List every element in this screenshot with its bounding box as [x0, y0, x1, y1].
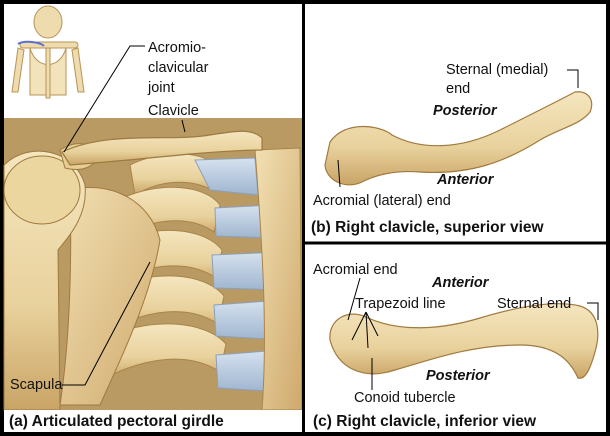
label-acromio-line2: clavicular — [148, 60, 209, 76]
label-anterior-b: Anterior — [437, 172, 494, 188]
clavicle-bone-a — [61, 130, 263, 166]
caption-panel-b: (b) Right clavicle, superior view — [311, 219, 544, 236]
leader-scapula — [62, 261, 151, 386]
clavicle-bone-b — [324, 91, 593, 186]
leader-sternal-medial — [567, 69, 579, 88]
label-conoid-tubercle: Conoid tubercle — [354, 390, 456, 406]
label-acromial-lateral: Acromial (lateral) end — [313, 193, 451, 209]
leader-sternal-end — [587, 302, 599, 320]
label-anterior-c: Anterior — [432, 275, 489, 291]
sternum — [254, 147, 303, 411]
label-sternal-medial-line2: end — [446, 81, 471, 97]
leader-acromioclavicular — [63, 45, 145, 153]
leader-trapezoid — [351, 311, 379, 349]
label-sternal-end: Sternal end — [497, 296, 572, 312]
leader-acromial-end — [347, 277, 361, 321]
label-clavicle: Clavicle — [148, 103, 199, 119]
label-sternal-medial-line1: Sternal (medial) — [446, 62, 549, 78]
leader-acromial-lateral — [337, 159, 341, 188]
clavicle-bone-c — [329, 303, 599, 379]
caption-panel-c: (c) Right clavicle, inferior view — [313, 413, 537, 430]
skeleton-thumbnail-icon — [11, 5, 85, 99]
leader-lines — [62, 45, 599, 390]
label-acromial-end: Acromial end — [313, 262, 398, 278]
caption-bg-a — [4, 410, 302, 432]
scapula-bone — [59, 186, 161, 406]
caption-bg-c — [305, 410, 606, 432]
label-posterior-b: Posterior — [433, 103, 497, 119]
label-posterior-c: Posterior — [426, 368, 490, 384]
label-scapula: Scapula — [10, 377, 63, 393]
label-acromio-line3: joint — [148, 80, 175, 96]
label-acromio-line1: Acromio- — [148, 40, 207, 56]
humeral-head — [3, 155, 81, 225]
label-trapezoid-line: Trapezoid line — [355, 296, 446, 312]
panel-a-illustration — [3, 118, 303, 411]
caption-panel-a: (a) Articulated pectoral girdle — [9, 413, 224, 430]
leader-clavicle — [181, 119, 186, 133]
